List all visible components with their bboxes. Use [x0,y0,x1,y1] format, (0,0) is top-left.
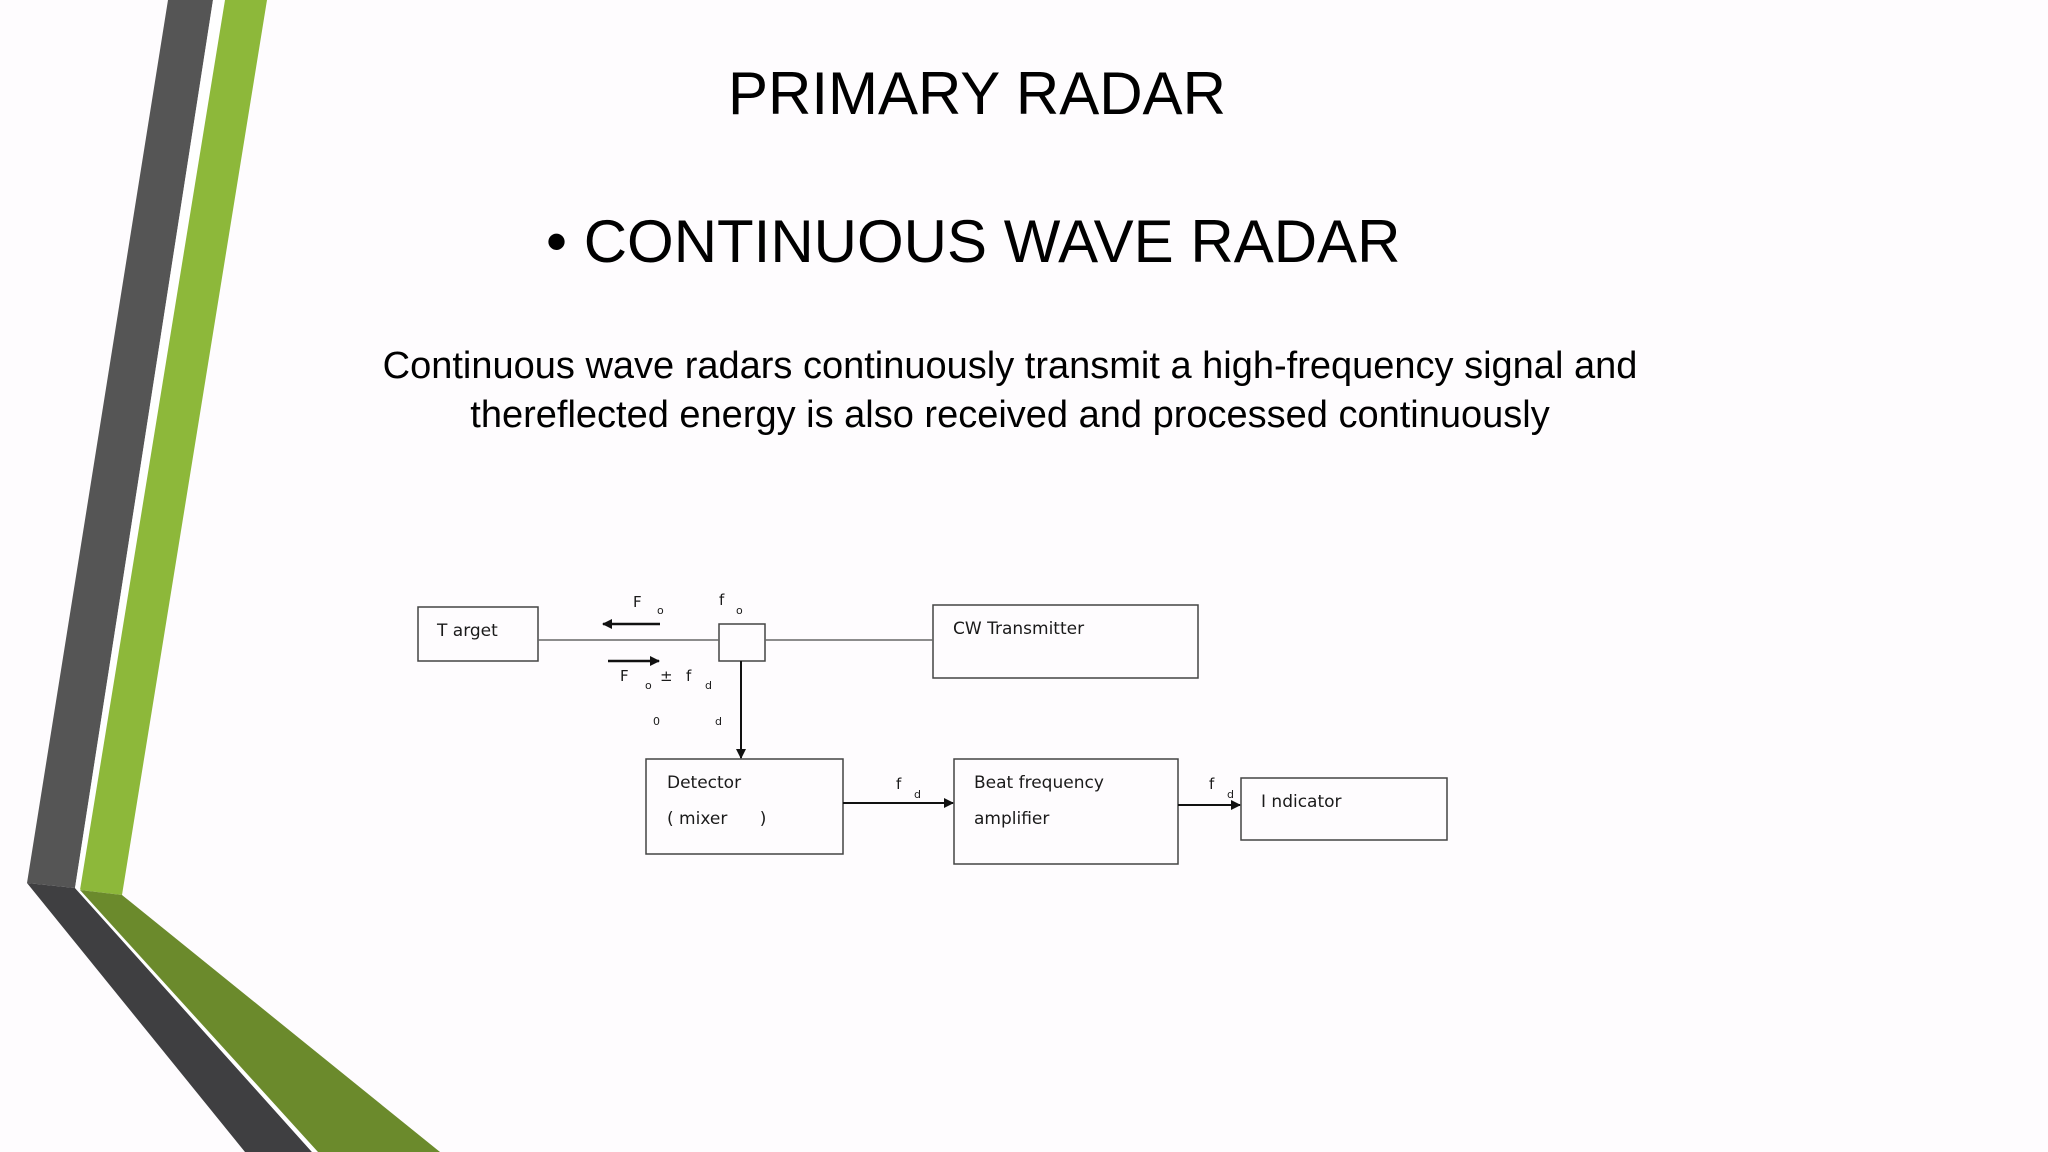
indicator-label: I ndicator [1261,792,1342,812]
detector-output-symbol: f [896,775,902,793]
mixer-label: ( mixer ) [667,809,766,829]
bullet-item: • CONTINUOUS WAVE RADAR [546,206,1400,278]
stray-subscript-d: d [715,715,722,728]
echo-plus-minus-symbol: ± [660,667,673,685]
amplifier-output-subscript: d [1227,788,1234,801]
detector-label: Detector [667,773,741,793]
outgoing-frequency-symbol: F [633,593,642,611]
echo-frequency-subscript: o [645,679,652,692]
description-text: Continuous wave radars continuously tran… [382,345,1638,436]
junction-frequency-subscript: o [736,604,743,617]
target-label: T arget [436,621,498,641]
beat-frequency-amplifier-box [953,758,1179,865]
white-gap-band [75,0,225,892]
duplexer-box [718,623,766,662]
echo-frequency-symbol: F [620,667,629,685]
junction-frequency-symbol: f [719,591,725,609]
green-diagonal-band [80,890,440,1152]
doppler-frequency-symbol: f [686,667,692,685]
amplifier-label: amplifier [974,809,1049,829]
outgoing-frequency-subscript: o [657,604,664,617]
cw-transmitter-box [932,604,1199,679]
cw-transmitter-label: CW Transmitter [953,619,1084,639]
slide-title: PRIMARY RADAR [728,60,1226,127]
amplifier-output-symbol: f [1209,775,1215,793]
bullet-text: CONTINUOUS WAVE RADAR [583,208,1401,275]
dark-diagonal-band [27,883,312,1152]
bullet-marker: • [546,208,568,275]
beat-frequency-label: Beat frequency [974,773,1104,793]
detector-box [645,758,844,855]
dark-vertical-band [27,0,213,888]
doppler-frequency-subscript: d [705,679,712,692]
indicator-box [1240,777,1448,841]
green-vertical-band [80,0,267,895]
target-box [417,606,539,662]
detector-output-subscript: d [914,788,921,801]
stray-subscript-zero: 0 [653,715,660,728]
